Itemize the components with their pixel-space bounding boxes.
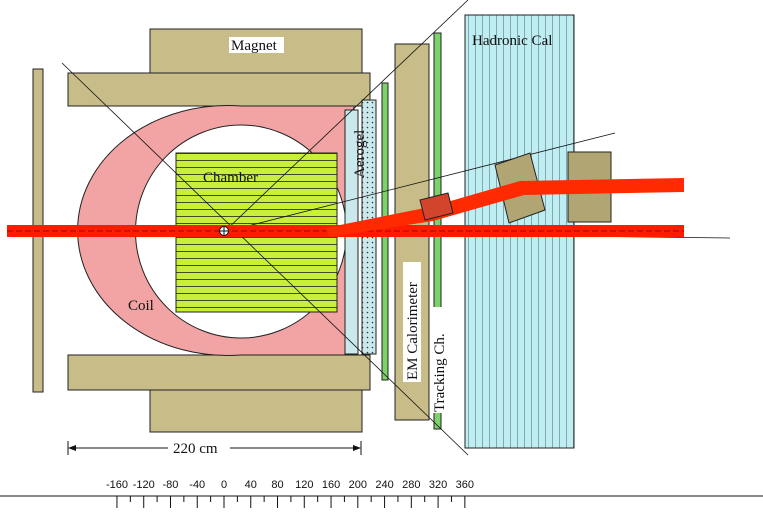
em-calorimeter-label: EM Calorimeter <box>405 282 421 380</box>
axis-tick-label: 80 <box>271 479 283 491</box>
magnet-bottom-inner <box>67 354 371 391</box>
hadronic-cal-label: Hadronic Cal <box>472 33 552 49</box>
axis-tick-label: 200 <box>349 479 367 491</box>
axis-tick-label: -160 <box>106 479 128 491</box>
axis-tick-label: 320 <box>429 479 447 491</box>
dimension-indicator: 220 cm <box>67 441 362 457</box>
scale-axis: -160 -120 -80 -40 0 40 80 120 160 200 240 280 320 360 <box>0 479 763 508</box>
aerogel-label: Aerogel <box>352 130 368 178</box>
axis-tick-label: 0 <box>221 479 227 491</box>
dimension-label: 220 cm <box>173 441 218 457</box>
magnet-bottom-outer <box>149 389 363 433</box>
coil-label: Coil <box>128 298 154 314</box>
axis-tick-label: 40 <box>245 479 257 491</box>
axis-tick-label: 360 <box>456 479 474 491</box>
axis-tick-label: 120 <box>295 479 313 491</box>
axis-tick-label: 280 <box>402 479 420 491</box>
axis-tick-label: -40 <box>189 479 205 491</box>
axis-tick-label: -80 <box>163 479 179 491</box>
axis-tick-label: 160 <box>322 479 340 491</box>
em-shower-spot <box>419 192 454 221</box>
magnet-label: Magnet <box>231 38 278 54</box>
deflected-track <box>325 178 684 237</box>
axis-tick-label: 240 <box>375 479 393 491</box>
chamber-label: Chamber <box>203 170 258 186</box>
magnet-top-inner <box>67 72 371 107</box>
axis-tick-label: -120 <box>133 479 155 491</box>
tracking-ch-label: Tracking Ch. <box>432 333 448 412</box>
